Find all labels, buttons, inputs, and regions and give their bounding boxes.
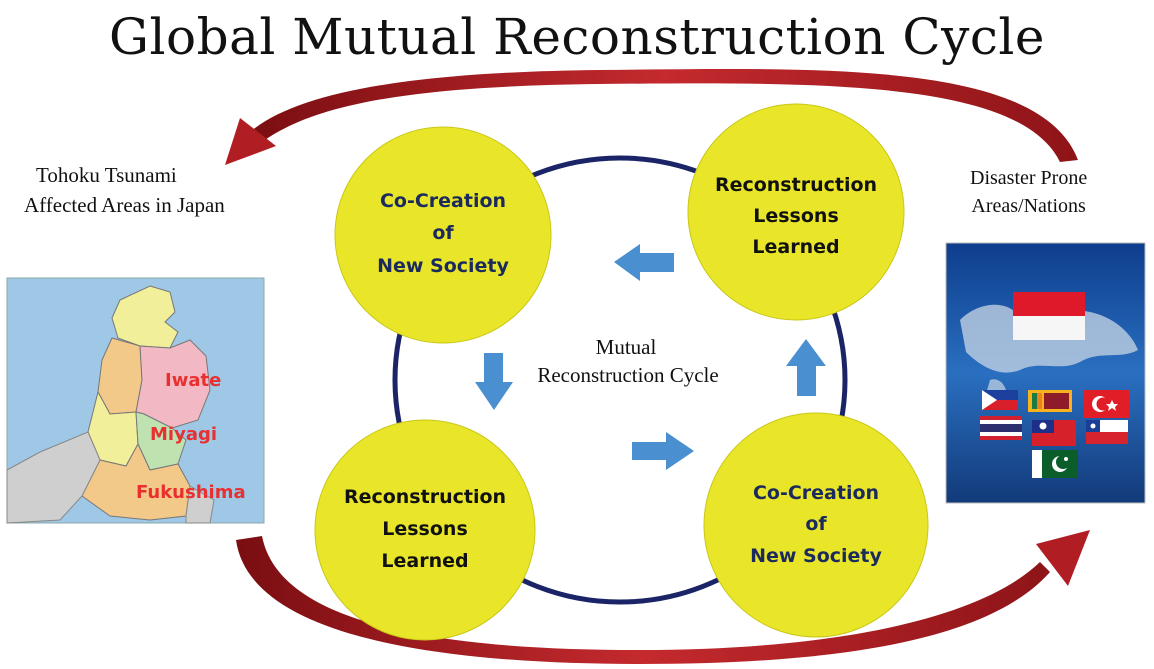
- circle-bottom-right: Co-Creation of New Society: [703, 412, 929, 638]
- circle-top-left: Co-Creation of New Society: [334, 126, 552, 344]
- circle-top-left-line2: of: [432, 222, 454, 244]
- center-label-line2: Reconstruction Cycle: [537, 363, 718, 387]
- diagram-title: Global Mutual Reconstruction Cycle: [109, 8, 1045, 66]
- inner-arrow-right: [632, 432, 694, 470]
- right-region-label: Disaster Prone Areas/Nations: [970, 164, 1087, 220]
- top-outer-arrow: [225, 68, 1078, 165]
- left-label-line2: Affected Areas in Japan: [24, 193, 225, 217]
- circle-top-right-line1: Reconstruction: [715, 174, 877, 196]
- right-label-line2: Areas/Nations: [971, 195, 1086, 217]
- bottom-outer-arrow: [236, 530, 1090, 664]
- left-label-line1: Tohoku Tsunami: [36, 163, 177, 187]
- left-region-label: Tohoku Tsunami Affected Areas in Japan: [24, 160, 225, 220]
- circle-bottom-left: Reconstruction Lessons Learned: [314, 419, 536, 641]
- world-map-with-flags-icon: [945, 242, 1146, 504]
- circle-top-right: Reconstruction Lessons Learned: [687, 103, 905, 321]
- circle-bottom-right-line2: of: [805, 513, 827, 535]
- cycle-ring: [392, 155, 848, 605]
- tohoku-map-icon: Iwate Miyagi Fukushima: [6, 277, 265, 524]
- circle-bottom-right-line3: New Society: [750, 545, 882, 567]
- circle-top-right-line2: Lessons: [753, 205, 839, 227]
- circle-top-left-line1: Co-Creation: [380, 190, 506, 212]
- circle-top-left-line3: New Society: [377, 255, 509, 277]
- circle-bottom-left-line3: Learned: [381, 550, 468, 572]
- inner-arrow-left: [614, 244, 674, 281]
- circle-bottom-right-line1: Co-Creation: [753, 482, 879, 504]
- pref-miyagi: Miyagi: [150, 424, 217, 445]
- inner-arrow-up: [786, 339, 826, 396]
- circle-top-right-line3: Learned: [752, 236, 839, 258]
- inner-arrow-down: [475, 353, 513, 410]
- center-label-line1: Mutual: [596, 335, 657, 359]
- circle-bottom-left-line1: Reconstruction: [344, 486, 506, 508]
- circle-bottom-left-line2: Lessons: [382, 518, 468, 540]
- right-label-line1: Disaster Prone: [970, 167, 1088, 189]
- pref-iwate: Iwate: [165, 370, 221, 391]
- pref-fukushima: Fukushima: [136, 482, 246, 503]
